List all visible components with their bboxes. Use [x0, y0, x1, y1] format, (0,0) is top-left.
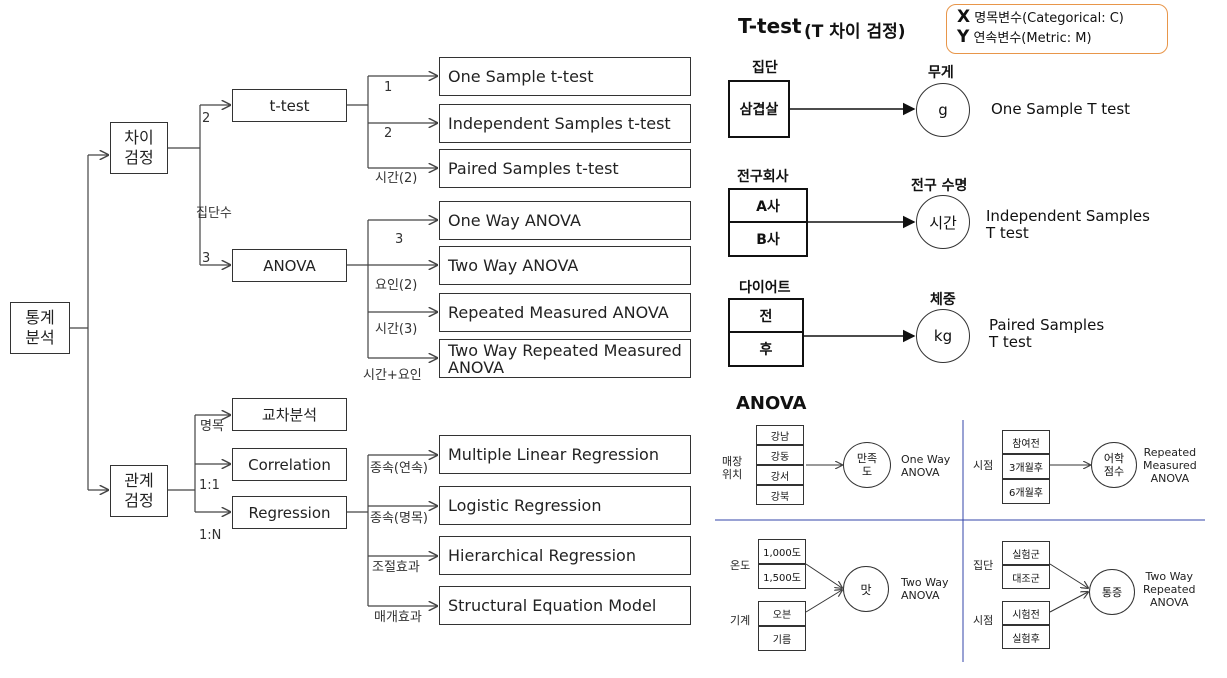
- q4-factor-b-label: 시점: [973, 614, 994, 627]
- correlation-node: Correlation: [232, 448, 347, 481]
- q1-item-1: 강남: [756, 425, 804, 445]
- difference-test-node: 차이 검정: [110, 122, 168, 174]
- q4-item-a2: 대조군: [1002, 565, 1050, 589]
- edge-label-dependent-nominal: 종속(명목): [370, 511, 428, 526]
- q3-item-a2: 1,500도: [758, 564, 806, 589]
- r3-measure-label: 체중: [930, 292, 956, 308]
- q1-factor-label: 매장 위치: [722, 455, 743, 481]
- q3-test-name: Two Way ANOVA: [901, 576, 949, 602]
- leaf-logistic-regression: Logistic Regression: [439, 486, 691, 525]
- anova-panel-title: ANOVA: [736, 393, 807, 414]
- edge-label-anova-three: 3: [395, 232, 404, 247]
- q2-dv-circle: 어학 점수: [1091, 442, 1137, 488]
- edge-label-nominal: 명목: [200, 419, 224, 434]
- edge-label-three-groups: 3: [202, 251, 211, 266]
- leaf-two-way-repeated-anova: Two Way Repeated Measured ANOVA: [439, 339, 691, 378]
- q2-factor-label: 시점: [973, 459, 994, 472]
- q4-factor-a-label: 집단: [973, 559, 994, 572]
- r2-box-a: A사: [728, 188, 808, 223]
- edge-label-factor2: 요인(2): [375, 278, 418, 293]
- leaf-hierarchical-regression: Hierarchical Regression: [439, 536, 691, 575]
- q4-item-a1: 실험군: [1002, 541, 1050, 565]
- q1-item-4: 강북: [756, 485, 804, 505]
- leaf-two-way-anova: Two Way ANOVA: [439, 246, 691, 285]
- edge-label-mediation: 매개효과: [374, 610, 422, 625]
- q2-item-2: 3개월후: [1002, 454, 1050, 479]
- q1-item-3: 강서: [756, 465, 804, 485]
- r3-measure-circle: kg: [916, 309, 970, 363]
- q2-test-name: Repeated Measured ANOVA: [1143, 446, 1197, 485]
- r2-test-name: Independent Samples T test: [986, 207, 1150, 242]
- leaf-multiple-linear-regression: Multiple Linear Regression: [439, 435, 691, 474]
- r1-measure-circle: g: [916, 83, 970, 137]
- r3-test-name: Paired Samples T test: [989, 316, 1105, 351]
- r3-box-a: 전: [728, 298, 804, 333]
- ttest-node: t-test: [232, 89, 347, 122]
- q2-item-3: 6개월후: [1002, 479, 1050, 504]
- legend-x-letter: X: [957, 7, 971, 27]
- q2-item-1: 참여전: [1002, 430, 1050, 454]
- leaf-paired-samples-ttest: Paired Samples t-test: [439, 149, 691, 188]
- leaf-one-way-anova: One Way ANOVA: [439, 201, 691, 240]
- ttest-panel-title: T-test: [738, 14, 802, 38]
- edge-label-time2: 시간(2): [375, 171, 418, 186]
- r1-group-label: 집단: [752, 60, 778, 76]
- edge-label-one-to-one: 1:1: [199, 478, 220, 493]
- q4-item-b2: 실험후: [1002, 625, 1050, 649]
- r2-measure-circle: 시간: [916, 195, 970, 249]
- q3-item-b2: 기름: [758, 626, 806, 651]
- r2-group-label: 전구회사: [737, 169, 789, 185]
- ttest-panel-subtitle: (T 차이 검정): [804, 22, 906, 42]
- q3-dv-circle: 맛: [843, 566, 889, 612]
- edge-label-one-to-n: 1:N: [199, 528, 222, 543]
- edge-label-moderation: 조절효과: [372, 560, 420, 575]
- edge-label-dependent-continuous: 종속(연속): [370, 461, 428, 476]
- anova-node: ANOVA: [232, 249, 347, 282]
- q3-item-a1: 1,000도: [758, 539, 806, 564]
- q3-factor-a-label: 온도: [730, 559, 751, 572]
- q1-dv-circle: 만족 도: [843, 442, 891, 488]
- variable-legend: X 명목변수(Categorical: C) Y 연속변수(Metric: M): [946, 4, 1168, 54]
- edge-label-two-groups: 2: [202, 111, 211, 126]
- r1-measure-label: 무게: [928, 65, 954, 81]
- edge-label-group-count: 집단수: [196, 206, 232, 221]
- legend-x-text: 명목변수(Categorical: C): [974, 11, 1124, 26]
- q3-item-b1: 오븐: [758, 601, 806, 626]
- cross-analysis-node: 교차분석: [232, 398, 347, 431]
- edge-label-one: 1: [384, 80, 393, 95]
- q1-test-name: One Way ANOVA: [901, 453, 951, 479]
- q4-test-name: Two Way Repeated ANOVA: [1143, 570, 1196, 609]
- legend-y-letter: Y: [957, 27, 970, 47]
- leaf-independent-samples-ttest: Independent Samples t-test: [439, 104, 691, 143]
- edge-label-time-factor: 시간+요인: [363, 368, 422, 383]
- r1-group-box: 삼겹살: [728, 80, 790, 138]
- q1-item-2: 강동: [756, 445, 804, 465]
- leaf-structural-equation-model: Structural Equation Model: [439, 586, 691, 625]
- r2-measure-label: 전구 수명: [911, 178, 968, 194]
- q4-dv-circle: 통증: [1089, 569, 1135, 615]
- r2-box-b: B사: [728, 221, 808, 257]
- root-node: 통계 분석: [10, 302, 70, 354]
- edge-label-time3: 시간(3): [375, 322, 418, 337]
- q3-factor-b-label: 기계: [730, 614, 751, 627]
- r3-group-label: 다이어트: [739, 280, 791, 296]
- r3-box-b: 후: [728, 331, 804, 367]
- edge-label-two: 2: [384, 126, 393, 141]
- leaf-one-sample-ttest: One Sample t-test: [439, 57, 691, 96]
- leaf-repeated-measured-anova: Repeated Measured ANOVA: [439, 293, 691, 332]
- r1-test-name: One Sample T test: [991, 100, 1131, 118]
- regression-node: Regression: [232, 496, 347, 529]
- q4-item-b1: 시험전: [1002, 601, 1050, 625]
- legend-y-text: 연속변수(Metric: M): [973, 31, 1092, 46]
- relationship-test-node: 관계 검정: [110, 465, 168, 517]
